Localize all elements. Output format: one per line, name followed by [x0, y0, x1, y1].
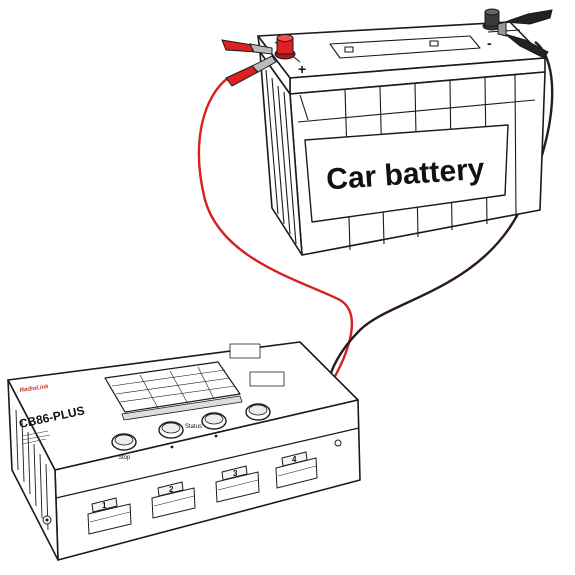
power-jack-icon — [334, 439, 342, 447]
negative-sign: - — [487, 35, 492, 51]
charger-spec-lines — [21, 430, 51, 445]
button-stop-label: Stop — [118, 455, 131, 461]
negative-cable — [326, 41, 554, 386]
inc-dot-icon — [214, 434, 218, 438]
port-2 — [151, 481, 196, 519]
positive-cable — [197, 77, 354, 386]
car-battery — [257, 21, 546, 256]
port-3-label: 3 — [233, 469, 238, 478]
button-inc[interactable] — [201, 412, 227, 430]
charger-side — [7, 379, 59, 561]
button-stop[interactable] — [111, 433, 137, 451]
charger-brand: RadioLink — [19, 384, 49, 394]
positive-terminal — [274, 34, 296, 60]
charger — [7, 341, 361, 561]
negative-terminal — [482, 8, 502, 31]
port-2-label: 2 — [169, 485, 174, 494]
port-4 — [275, 451, 318, 489]
port-1 — [87, 497, 132, 535]
positive-sign: + — [298, 61, 306, 77]
black-clip-upper — [504, 9, 553, 25]
black-clip-lower — [497, 21, 549, 59]
red-clip-upper — [221, 39, 273, 55]
button-status[interactable] — [158, 421, 184, 439]
battery-side — [259, 51, 303, 256]
port-3 — [215, 465, 260, 503]
button-enter[interactable] — [245, 403, 271, 421]
status-dot-icon — [170, 445, 174, 449]
port-4-label: 4 — [292, 455, 297, 464]
button-status-label: Status — [185, 424, 202, 430]
battery-label-panel — [304, 124, 509, 223]
port-1-label: 1 — [102, 501, 107, 510]
red-clip-lower — [225, 55, 277, 87]
